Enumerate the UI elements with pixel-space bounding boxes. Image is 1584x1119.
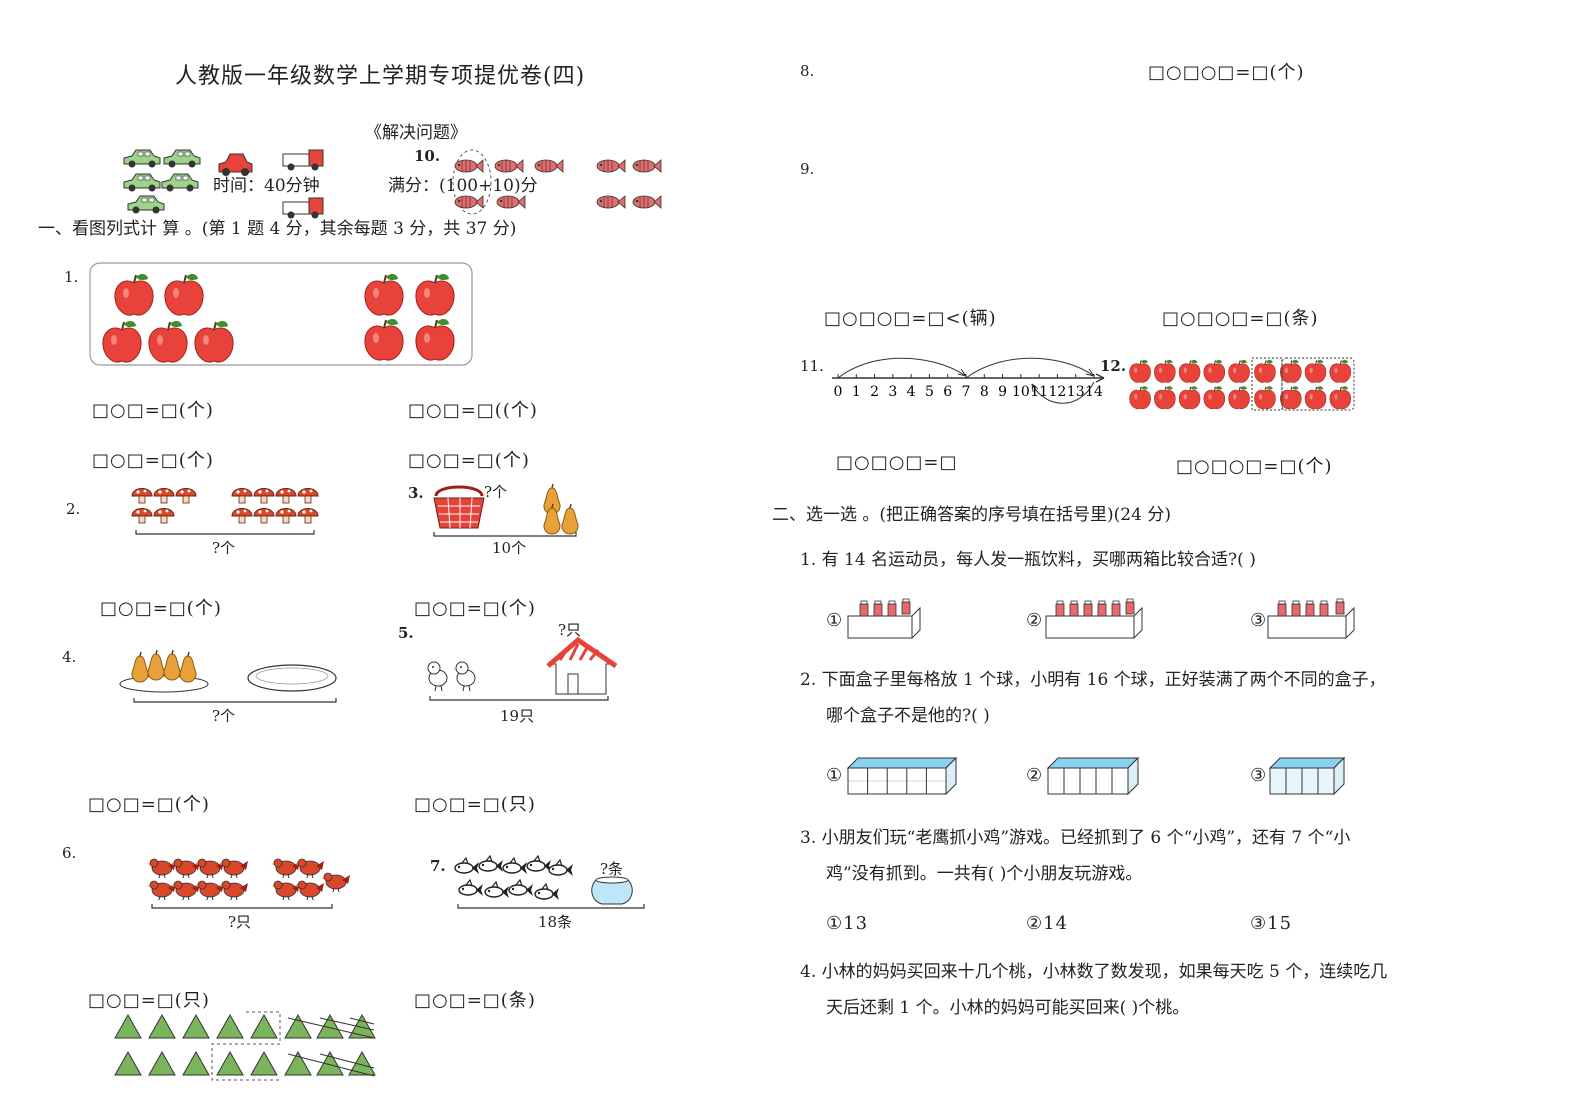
number-line-label: 13 (1067, 384, 1085, 400)
choice-q1-option-2[interactable]: ② (1026, 610, 1044, 631)
section1-heading: 一、看图列式计 算 。(第 1 题 4 分，其余每题 3 分，共 37 分) (38, 219, 517, 239)
number-line-label: 0 (834, 384, 843, 400)
choice-q2-line-2: 哪个盒子不是他的?( ) (826, 706, 990, 726)
q7-goldfish-picture (454, 855, 645, 909)
number-line-label: 14 (1085, 384, 1103, 400)
q5-top-label: ?只 (558, 621, 582, 639)
choice-q2-box-2 (1046, 756, 1140, 796)
number-line-label: 3 (888, 384, 897, 400)
q3-label: 10个 (492, 539, 527, 557)
q7-number: 7. (430, 857, 446, 875)
number-line-label: 5 (925, 384, 934, 400)
number-line-label: 6 (943, 384, 952, 400)
q2-formula[interactable]: □○□=□(个) (100, 598, 222, 619)
q8-triangles-picture (114, 1011, 376, 1081)
q10-number: 10. (414, 147, 441, 165)
number-line-label: 9 (998, 384, 1007, 400)
q10-fish-illustration (452, 149, 662, 215)
number-line-label: 1 (852, 384, 861, 400)
choice-q2-option-2[interactable]: ② (1026, 765, 1044, 786)
page-title: 人教版一年级数学上学期专项提优卷(四) (175, 64, 586, 89)
q3-basket-picture (433, 483, 579, 537)
q1-formula-1[interactable]: □○□=□(个) (92, 400, 214, 421)
q1-apples-picture (89, 262, 473, 366)
q1-formula-3[interactable]: □○□=□(个) (92, 450, 214, 471)
q2-mushrooms-picture (131, 488, 319, 535)
q7-label: 18条 (538, 913, 573, 931)
q12-number: 12. (1100, 357, 1127, 375)
q8-formula[interactable]: □○□○□=□(个) (1148, 62, 1305, 83)
q5-label: 19只 (500, 707, 535, 725)
choice-q2-line-1: 2. 下面盒子里每格放 1 个球，小明有 16 个球，正好装满了两个不同的盒子， (800, 670, 1386, 690)
choice-q1-text: 1. 有 14 名运动员，每人发一瓶饮料，买哪两箱比较合适?( ) (800, 550, 1256, 570)
exam-score: 满分：(100+10)分 (388, 176, 538, 196)
q9-formula[interactable]: □○□○□=□<(辆) (824, 308, 997, 329)
number-line-label: 10 (1012, 384, 1030, 400)
q4-label: ?个 (212, 707, 236, 725)
q12-formula[interactable]: □○□○□=□(个) (1176, 456, 1333, 477)
choice-q4-line-1: 4. 小林的妈妈买回来十几个桃，小林数了数发现，如果每天吃 5 个，连续吃几 (800, 962, 1388, 982)
choice-q2-box-3 (1268, 756, 1346, 796)
q7-formula[interactable]: □○□=□(条) (414, 990, 536, 1011)
q11-number: 11. (800, 357, 824, 375)
choice-q2-box-1 (846, 756, 958, 796)
q2-number: 2. (66, 500, 81, 518)
choice-q3-option-1[interactable]: ①13 (826, 913, 869, 934)
choice-q3-line-1: 3. 小朋友们玩“老鹰抓小鸡”游戏。已经抓到了 6 个“小鸡”，还有 7 个“小 (800, 828, 1351, 848)
q11-formula[interactable]: □○□○□=□ (836, 452, 958, 473)
number-line-label: 7 (962, 384, 971, 400)
q12-apples-picture (1129, 357, 1355, 411)
section2-heading: 二、选一选 。(把正确答案的序号填在括号里)(24 分) (772, 505, 1171, 525)
q10-formula[interactable]: □○□○□=□(条) (1162, 308, 1319, 329)
q3-number: 3. (408, 484, 424, 502)
number-line-label: 2 (870, 384, 879, 400)
choice-q3-option-3[interactable]: ③15 (1250, 913, 1293, 934)
q2-label: ?个 (212, 539, 236, 557)
choice-q3-line-2: 鸡”没有抓到。一共有( )个小朋友玩游戏。 (826, 864, 1143, 884)
number-line-label: 12 (1049, 384, 1067, 400)
q5-number: 5. (398, 624, 414, 642)
choice-q1-box-1 (847, 598, 921, 639)
choice-q3-option-2[interactable]: ②14 (1026, 913, 1069, 934)
number-line-label: 8 (980, 384, 989, 400)
choice-q2-option-3[interactable]: ③ (1250, 765, 1268, 786)
exam-time: 时间：40分钟 (213, 176, 320, 196)
choice-q4-line-2: 天后还剩 1 个。小林的妈妈可能买回来( )个桃。 (826, 998, 1190, 1018)
choice-q2-option-1[interactable]: ① (826, 765, 844, 786)
q4-formula[interactable]: □○□=□(个) (88, 794, 210, 815)
q7-top-label: ?条 (600, 860, 624, 878)
q9-number: 9. (800, 160, 815, 178)
q6-label: ?只 (228, 913, 252, 931)
q3-formula[interactable]: □○□=□(个) (414, 598, 536, 619)
q4-number: 4. (62, 648, 77, 666)
choice-q1-option-1[interactable]: ① (826, 610, 844, 631)
q6-formula[interactable]: □○□=□(只) (88, 990, 210, 1011)
q3-top-label: ?个 (484, 483, 508, 501)
q1-number: 1. (64, 268, 79, 286)
choice-q1-option-3[interactable]: ③ (1250, 610, 1268, 631)
q8-number: 8. (800, 62, 815, 80)
q6-birds-picture (146, 858, 351, 909)
q1-formula-4[interactable]: □○□=□(个) (408, 450, 530, 471)
number-line-label: 11 (1030, 384, 1048, 400)
q4-pears-plate-picture (119, 649, 337, 703)
q5-chicks-house-picture (424, 636, 618, 701)
choice-q1-box-2 (1045, 598, 1143, 639)
page-subtitle: 《解决问题》 (365, 123, 467, 143)
q5-formula[interactable]: □○□=□(只) (414, 794, 536, 815)
q1-formula-2[interactable]: □○□=□((个) (408, 400, 538, 421)
q6-number: 6. (62, 844, 77, 862)
cars-illustration (123, 149, 324, 219)
number-line-label: 4 (907, 384, 916, 400)
choice-q1-box-3 (1267, 598, 1355, 639)
